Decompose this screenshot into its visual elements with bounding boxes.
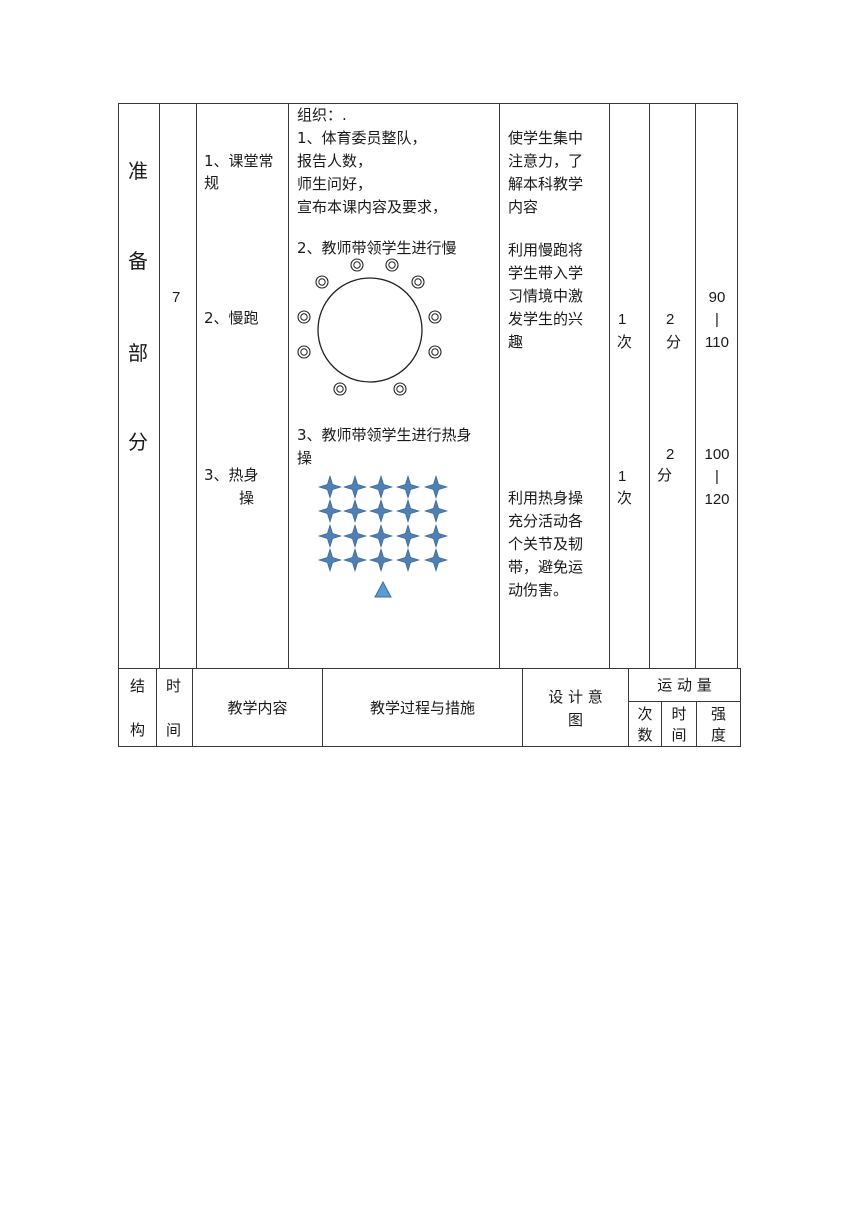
duration-unit: 分 (657, 466, 673, 484)
student-marker-icon (385, 258, 399, 272)
intensity-separator: | (715, 468, 719, 485)
duration-value: 2 (666, 311, 675, 328)
duration-value: 2 (666, 446, 675, 463)
count-value: 1 (618, 311, 627, 328)
student-star-icon (368, 523, 394, 549)
student-star-icon (317, 523, 343, 549)
process-line: 3、教师带领学生进行热身 (297, 426, 472, 444)
student-marker-icon (428, 345, 442, 359)
student-star-icon (342, 523, 368, 549)
process-line: 1、体育委员整队， (297, 129, 427, 147)
header-load-intensity: 强 (710, 705, 726, 723)
student-star-icon (395, 523, 421, 549)
student-star-icon (317, 498, 343, 524)
design-line: 利用热身操 (508, 489, 584, 507)
student-star-icon (368, 547, 394, 573)
header-teaching-content: 教学内容 (227, 699, 288, 717)
process-line: 报告人数， (297, 152, 373, 170)
intensity-separator: | (715, 311, 719, 328)
student-marker-icon (393, 382, 407, 396)
student-star-icon (395, 547, 421, 573)
intensity-value: 100 (704, 446, 730, 463)
intensity-value: 120 (704, 491, 730, 508)
header-load-count: 数 (637, 726, 653, 744)
student-marker-icon (350, 258, 364, 272)
header-load-intensity: 度 (710, 726, 726, 744)
student-star-icon (423, 474, 449, 500)
header-design-intent: 设 计 意 (548, 688, 603, 706)
header-exercise-load: 运 动 量 (657, 676, 712, 694)
student-star-icon (423, 523, 449, 549)
header-load-duration: 时 (671, 705, 687, 723)
header-design-intent: 图 (567, 711, 583, 729)
duration-unit: 分 (666, 333, 682, 351)
design-line: 趣 (508, 333, 524, 351)
process-line: 组织：. (297, 106, 347, 124)
student-star-icon (342, 498, 368, 524)
content-item-1-cont: 规 (204, 174, 220, 192)
content-item-3: 3、热身 (204, 466, 259, 484)
header-structure: 构 (130, 721, 146, 739)
header-time: 时 (166, 677, 182, 695)
header-load-duration: 间 (671, 726, 687, 744)
student-marker-icon (411, 275, 425, 289)
intensity-value: 90 (708, 289, 726, 306)
count-unit: 次 (617, 333, 633, 351)
content-item-2: 2、慢跑 (204, 309, 259, 327)
process-line: 师生问好， (297, 175, 373, 193)
process-line: 操 (297, 449, 313, 467)
design-line: 习情境中激 (508, 287, 584, 305)
student-marker-icon (428, 310, 442, 324)
student-star-icon (395, 498, 421, 524)
design-line: 动伤害。 (508, 581, 569, 599)
section-char: 准 (128, 159, 148, 183)
count-unit: 次 (617, 489, 633, 507)
design-line: 发学生的兴 (508, 310, 584, 328)
count-value: 1 (618, 468, 627, 485)
design-line: 解本科教学 (508, 175, 584, 193)
header-structure: 结 (130, 677, 146, 695)
running-track-circle (317, 277, 423, 383)
student-marker-icon (297, 310, 311, 324)
student-star-icon (317, 547, 343, 573)
design-line: 内容 (508, 198, 539, 216)
teacher-triangle-icon (374, 580, 392, 598)
student-marker-icon (297, 345, 311, 359)
design-line: 个关节及韧 (508, 535, 584, 553)
student-star-icon (423, 498, 449, 524)
section-char: 分 (128, 430, 148, 454)
section-char: 备 (128, 249, 148, 273)
design-line: 带，避免运 (508, 558, 584, 576)
header-time: 间 (166, 721, 182, 739)
design-line: 使学生集中 (508, 129, 584, 147)
header-load-count: 次 (637, 705, 653, 723)
student-star-icon (395, 474, 421, 500)
content-item-1: 1、课堂常 (204, 152, 274, 170)
process-line: 2、教师带领学生进行慢 (297, 239, 457, 257)
student-star-icon (317, 474, 343, 500)
process-line: 宣布本课内容及要求， (297, 198, 448, 216)
design-line: 充分活动各 (508, 512, 584, 530)
content-item-3-cont: 操 (239, 489, 255, 507)
student-star-icon (368, 474, 394, 500)
student-star-icon (342, 474, 368, 500)
section-time: 7 (172, 289, 181, 306)
header-teaching-process: 教学过程与措施 (369, 699, 475, 717)
student-star-icon (368, 498, 394, 524)
intensity-value: 110 (705, 334, 729, 351)
student-marker-icon (333, 382, 347, 396)
student-star-icon (342, 547, 368, 573)
student-star-icon (423, 547, 449, 573)
design-line: 利用慢跑将 (508, 241, 584, 259)
design-line: 学生带入学 (508, 264, 584, 282)
section-char: 部 (128, 341, 148, 365)
student-marker-icon (315, 275, 329, 289)
design-line: 注意力，了 (508, 152, 584, 170)
